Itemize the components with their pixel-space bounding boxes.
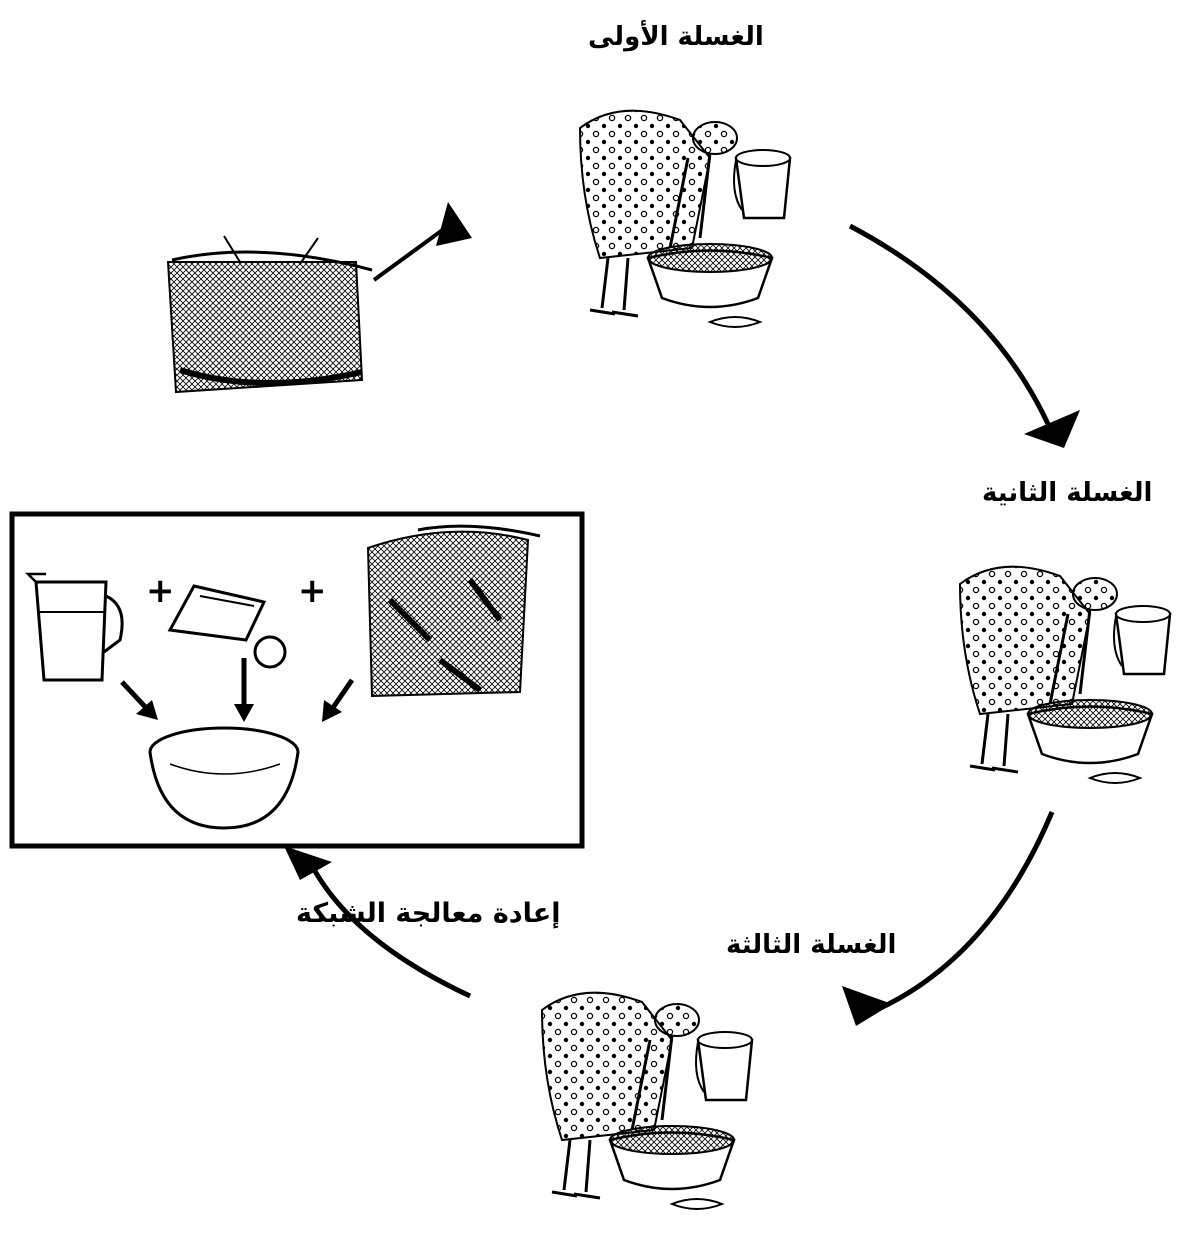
plus-sign: + [146, 571, 175, 611]
arrow-to-third-wash [842, 811, 1055, 1026]
retreatment-box [9, 511, 585, 849]
plus-sign: + [298, 571, 327, 611]
label-first-wash: الغسلة الأولى [588, 22, 764, 52]
label-second-wash: الغسلة الثانية [982, 478, 1153, 508]
arrows-into-basin [120, 658, 355, 722]
woman-washing-second-icon [958, 564, 1172, 785]
woman-washing-third-icon [540, 990, 754, 1211]
arrow-to-first-wash [372, 202, 472, 282]
label-third-wash: الغسلة الثالثة [726, 930, 897, 960]
arrow-to-second-wash [848, 223, 1080, 448]
bed-net-icon [166, 235, 373, 394]
insecticide-sachet-icon [167, 584, 287, 669]
label-retreatment: إعادة معالجة الشبكة [296, 898, 561, 929]
basin-icon [148, 726, 300, 830]
woman-washing-first-icon [578, 108, 792, 329]
treated-net-icon [366, 524, 541, 698]
arrow-to-retreatment [284, 846, 472, 999]
jug-icon [24, 572, 124, 682]
